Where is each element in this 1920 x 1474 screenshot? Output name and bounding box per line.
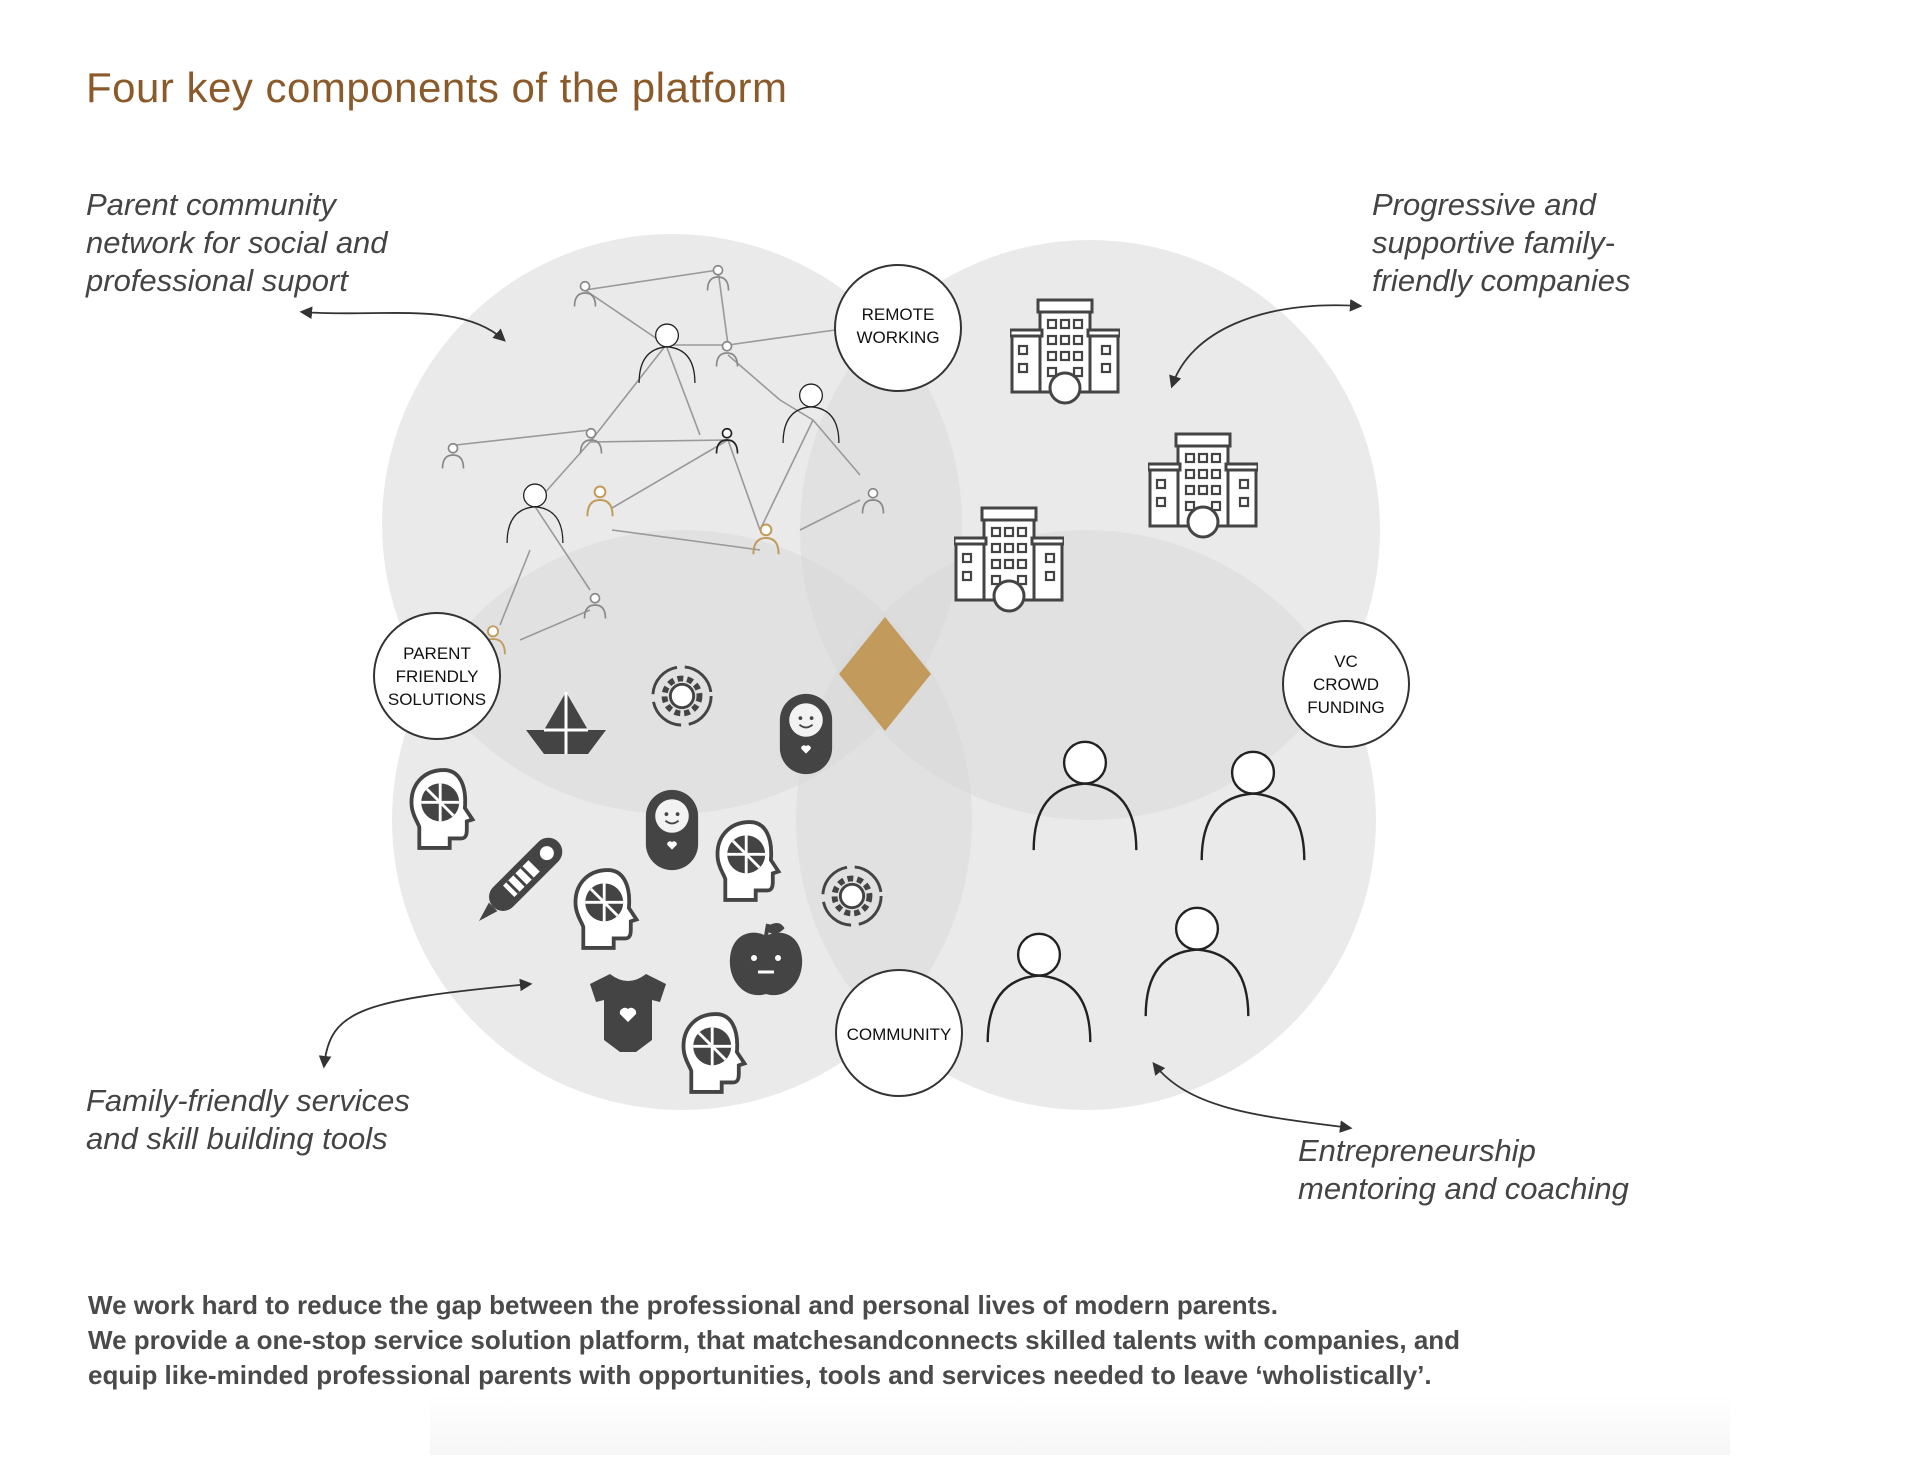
footer-text: We work hard to reduce the gap between t… (88, 1288, 1648, 1393)
origami-boat-icon (526, 692, 606, 754)
center-diamond (839, 617, 931, 731)
baby-icon (644, 788, 700, 872)
svg-text:CROWD: CROWD (1313, 675, 1379, 694)
caption-line: friendly companies (1372, 263, 1631, 298)
svg-text:WORKING: WORKING (856, 328, 939, 347)
caption-mentoring: Entrepreneurship mentoring and coaching (1298, 1132, 1718, 1208)
node-community: COMMUNITY (835, 969, 963, 1097)
caption-line: supportive family- (1372, 225, 1615, 260)
thermometer-icon (478, 837, 563, 922)
caption-companies: Progressive and supportive family- frien… (1372, 186, 1732, 300)
svg-text:PARENT: PARENT (403, 644, 471, 663)
footer-line: We provide a one-stop service solution p… (88, 1325, 1461, 1355)
svg-text:REMOTE: REMOTE (862, 305, 935, 324)
head-brain-icon (573, 868, 639, 950)
footer-line: equip like-minded professional parents w… (88, 1360, 1432, 1390)
caption-line: Progressive and (1372, 187, 1597, 222)
baby-bodysuit-icon (590, 974, 666, 1052)
svg-text:VC: VC (1334, 652, 1358, 671)
bottom-fade (430, 1395, 1730, 1455)
node-remote-working: REMOTE WORKING (834, 264, 962, 392)
caption-services: Family-friendly services and skill build… (86, 1082, 466, 1158)
node-vc-crowd-funding: VC CROWD FUNDING (1282, 620, 1410, 748)
svg-text:COMMUNITY: COMMUNITY (847, 1025, 952, 1044)
circle-bottom-right (796, 530, 1376, 1110)
caption-arrows (299, 299, 1363, 1133)
caption-line: mentoring and coaching (1298, 1171, 1629, 1206)
arrow-top-right (1169, 299, 1363, 389)
head-brain-icon (715, 820, 781, 902)
network-lines (455, 269, 861, 641)
service-icons (409, 667, 882, 1094)
arrow-bottom-right (1152, 1062, 1353, 1133)
arrow-top-left (299, 306, 506, 342)
svg-text:FRIENDLY: FRIENDLY (396, 667, 479, 686)
head-brain-icon (409, 768, 475, 850)
head-brain-icon (681, 1012, 747, 1094)
page-title: Four key components of the platform (86, 64, 788, 111)
svg-text:SOLUTIONS: SOLUTIONS (388, 690, 486, 709)
footer-line: We work hard to reduce the gap between t… (88, 1290, 1278, 1320)
apple-icon (729, 923, 803, 996)
caption-line: professional suport (86, 263, 348, 298)
node-parent-friendly-solutions: PARENT FRIENDLY SOLUTIONS (373, 612, 501, 740)
arrow-bottom-left (318, 978, 533, 1069)
svg-text:FUNDING: FUNDING (1307, 698, 1384, 717)
baby-icon (778, 692, 834, 776)
caption-parent-community: Parent community network for social and … (86, 186, 446, 300)
caption-line: and skill building tools (86, 1121, 388, 1156)
caption-line: Family-friendly services (86, 1083, 410, 1118)
caption-line: Parent community (86, 187, 336, 222)
caption-line: network for social and (86, 225, 388, 260)
caption-line: Entrepreneurship (1298, 1133, 1536, 1168)
